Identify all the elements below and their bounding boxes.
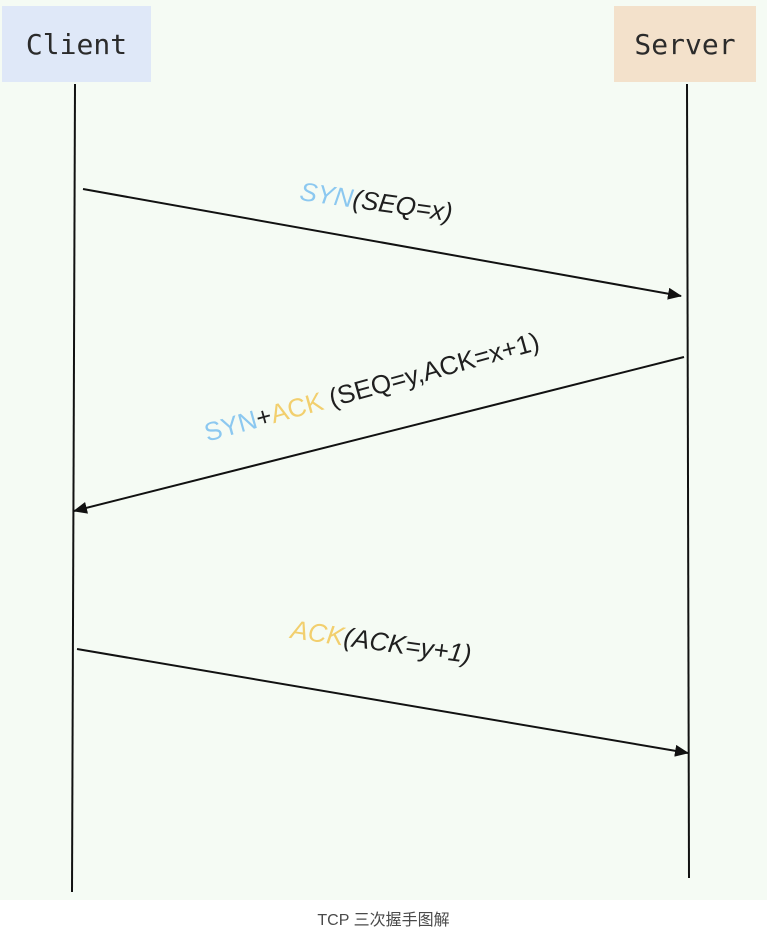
ack-keyword: ACK: [288, 614, 347, 652]
server-lifeline: [686, 83, 690, 879]
server-label: Server: [634, 27, 736, 61]
arrows-layer: [71, 83, 690, 893]
client-lifeline: [71, 83, 76, 893]
syn-ack-arrow: [73, 356, 685, 514]
syn-arrow: [82, 188, 682, 300]
client-actor-box: Client: [2, 6, 151, 82]
sequence-diagram: Client Server SYN(SEQ=x) SYN+ACK (SEQ=y,…: [0, 0, 767, 900]
server-actor-box: Server: [614, 6, 756, 82]
syn-keyword: SYN: [297, 176, 356, 214]
ack-arrow: [76, 648, 689, 757]
figure-caption: TCP 三次握手图解: [317, 912, 450, 929]
client-label: Client: [25, 27, 128, 61]
